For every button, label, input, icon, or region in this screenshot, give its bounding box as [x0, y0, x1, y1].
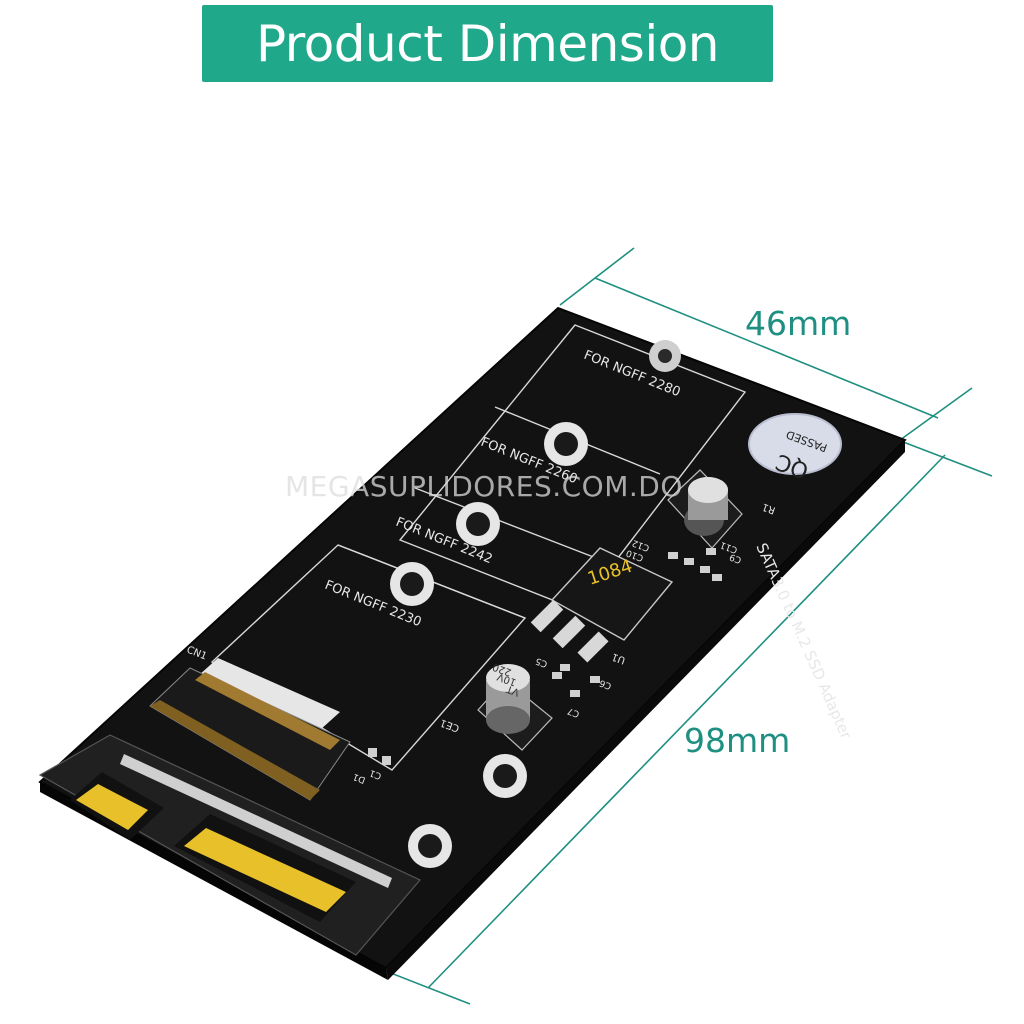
- ref-c5: C5: [534, 655, 549, 669]
- sata-connector: [38, 734, 421, 956]
- capacitor-bottom: 220 10V VT: [477, 661, 553, 751]
- smd-components: [368, 548, 722, 765]
- mounting-holes: [390, 340, 681, 868]
- ref-r1: R1: [761, 501, 777, 516]
- ref-c6: C6: [598, 677, 613, 691]
- length-label: 98mm: [684, 721, 790, 760]
- width-dimension: [559, 247, 973, 441]
- ref-c9: C9: [728, 551, 743, 565]
- ref-u1: U1: [610, 650, 627, 665]
- ref-c7: C7: [566, 705, 581, 719]
- title-banner: Product Dimension: [202, 5, 773, 82]
- qc-passed-badge: QC PASSED: [748, 413, 842, 483]
- cap-text-3: VT: [504, 682, 521, 697]
- width-label: 46mm: [745, 304, 851, 343]
- pcb-board: FOR NGFF 2280 FOR NGFF 2260 FOR NGFF 224…: [38, 306, 907, 980]
- board-title: SATA3.0 to M.2 SSD Adapter: [752, 540, 855, 742]
- chip-1084: 1084: [530, 547, 674, 663]
- capacitor-top: [667, 469, 743, 549]
- watermark: MEGASUPLIDORES.COM.DO: [285, 470, 683, 503]
- ref-d1: D1: [352, 771, 367, 785]
- m2-connector: [149, 658, 351, 801]
- banner-title: Product Dimension: [255, 14, 720, 73]
- ref-c1: C1: [368, 767, 383, 781]
